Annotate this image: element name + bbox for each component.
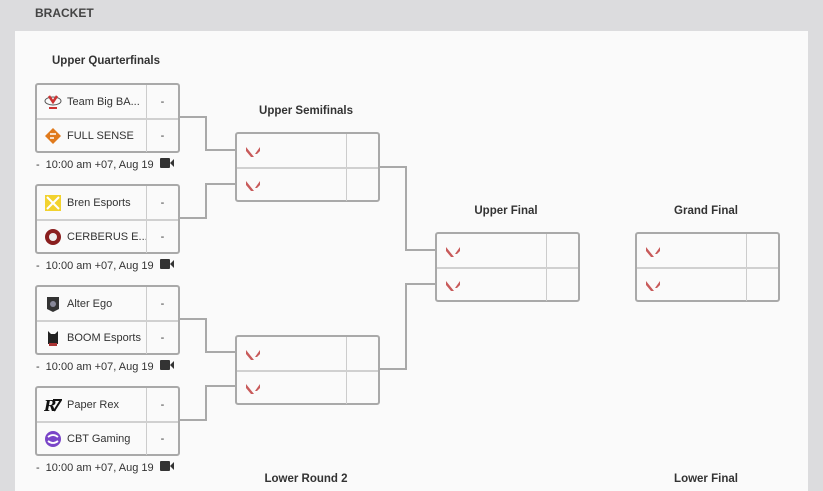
match-grand-final[interactable] [635, 232, 780, 302]
team-row-tbd[interactable] [237, 134, 378, 167]
cbt-gaming-logo [44, 430, 62, 448]
cerberus-logo [44, 228, 62, 246]
team-row[interactable]: R Paper Rex - [37, 388, 178, 421]
round-title-grand-final: Grand Final [674, 205, 738, 217]
team-row-tbd[interactable] [437, 267, 578, 301]
team-row[interactable]: Bren Esports - [37, 186, 178, 219]
match-upper-qf-3[interactable]: Alter Ego - BOOM Esports - [35, 285, 180, 355]
round-title-upper-final: Upper Final [474, 205, 538, 217]
video-camera-icon[interactable] [159, 360, 174, 373]
team-score: - [160, 398, 165, 411]
section-title: BRACKET [35, 6, 94, 20]
team-score: - [160, 332, 165, 344]
team-row-tbd[interactable] [237, 370, 378, 404]
video-camera-icon[interactable] [159, 259, 174, 272]
match-datetime: 10:00 am +07, Aug 19 [45, 360, 154, 373]
svg-text:R: R [44, 397, 56, 414]
valorant-logo-icon [244, 345, 262, 363]
bren-esports-logo [44, 194, 62, 212]
match-datetime: 10:00 am +07, Aug 19 [45, 259, 154, 272]
round-title-upper-semifinals: Upper Semifinals [259, 105, 353, 117]
team-name: Alter Ego [67, 297, 113, 310]
boom-esports-logo [44, 329, 62, 347]
team-row[interactable]: CBT Gaming - [37, 421, 178, 455]
team-row[interactable]: FULL SENSE - [37, 118, 178, 152]
round-title-lower-final: Lower Final [674, 473, 738, 485]
match-upper-final[interactable] [435, 232, 580, 302]
team-big-bang-logo [44, 93, 62, 111]
match-upper-sf-2[interactable] [235, 335, 380, 405]
alter-ego-logo [44, 295, 62, 313]
video-camera-icon[interactable] [159, 158, 174, 171]
match-upper-qf-2[interactable]: Bren Esports - CERBERUS E... - [35, 184, 180, 254]
valorant-logo-icon [444, 276, 462, 294]
team-row-tbd[interactable] [637, 267, 778, 301]
valorant-logo-icon [644, 242, 662, 260]
match-upper-sf-1[interactable] [235, 132, 380, 202]
team-row-tbd[interactable] [637, 234, 778, 267]
team-name: FULL SENSE [67, 130, 134, 142]
team-score: - [160, 95, 165, 108]
match-status: - [36, 360, 40, 373]
round-title-lower-round-2: Lower Round 2 [264, 473, 348, 485]
team-row[interactable]: BOOM Esports - [37, 320, 178, 354]
match-upper-qf-1[interactable]: Team Big BA... - FULL SENSE - [35, 83, 180, 153]
match-time: - 10:00 am +07, Aug 19 [36, 461, 174, 474]
team-row-tbd[interactable] [237, 167, 378, 201]
valorant-logo-icon [244, 176, 262, 194]
team-score: - [160, 297, 165, 310]
team-name: CBT Gaming [67, 433, 131, 445]
match-datetime: 10:00 am +07, Aug 19 [45, 461, 154, 474]
team-row-tbd[interactable] [237, 337, 378, 370]
match-status: - [36, 259, 40, 272]
team-score: - [160, 130, 165, 142]
video-camera-icon[interactable] [159, 461, 174, 474]
team-row-tbd[interactable] [437, 234, 578, 267]
valorant-logo-icon [444, 242, 462, 260]
match-status: - [36, 461, 40, 474]
team-score: - [160, 433, 165, 445]
team-score: - [160, 196, 165, 209]
round-title-upper-quarterfinals: Upper Quarterfinals [52, 55, 160, 67]
match-datetime: 10:00 am +07, Aug 19 [45, 158, 154, 171]
team-name: CERBERUS E... [67, 231, 147, 243]
team-score: - [160, 231, 165, 243]
team-row[interactable]: Team Big BA... - [37, 85, 178, 118]
team-row[interactable]: CERBERUS E... - [37, 219, 178, 253]
team-name: BOOM Esports [67, 332, 141, 344]
bracket-connectors [179, 116, 435, 421]
match-time: - 10:00 am +07, Aug 19 [36, 158, 174, 171]
valorant-logo-icon [644, 276, 662, 294]
team-row[interactable]: Alter Ego - [37, 287, 178, 320]
match-time: - 10:00 am +07, Aug 19 [36, 360, 174, 373]
valorant-logo-icon [244, 142, 262, 160]
paper-rex-logo: R [44, 396, 62, 414]
team-name: Paper Rex [67, 398, 119, 411]
team-name: Team Big BA... [67, 95, 140, 108]
team-name: Bren Esports [67, 196, 131, 209]
match-status: - [36, 158, 40, 171]
match-time: - 10:00 am +07, Aug 19 [36, 259, 174, 272]
match-upper-qf-4[interactable]: R Paper Rex - CBT Gaming - [35, 386, 180, 456]
valorant-logo-icon [244, 379, 262, 397]
full-sense-logo [44, 127, 62, 145]
